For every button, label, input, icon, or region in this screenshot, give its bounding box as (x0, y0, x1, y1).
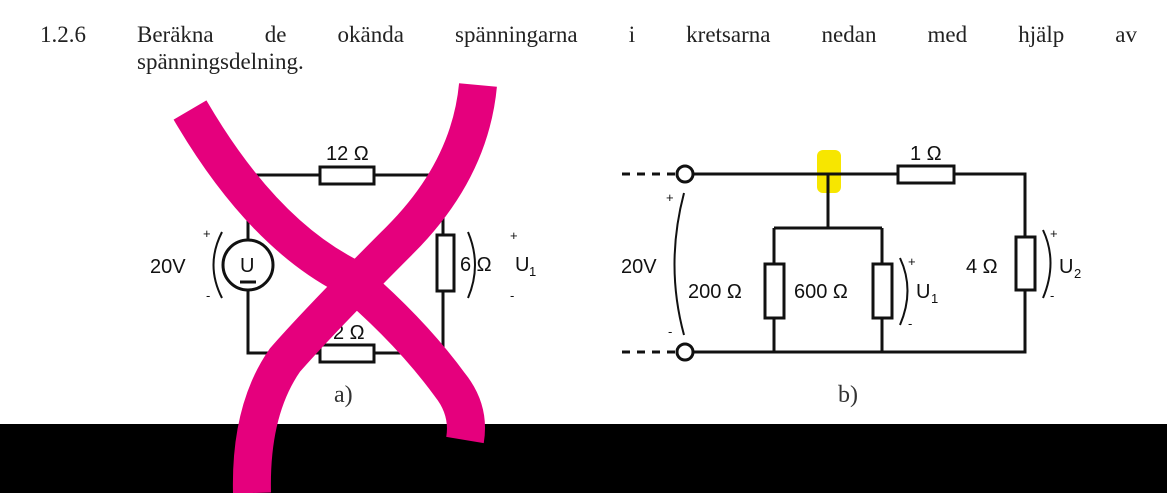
label-u1-a: U (515, 254, 529, 276)
label-200-ohm: 200 Ω (688, 281, 742, 303)
magenta-cross-out (173, 82, 497, 493)
label-6-ohm: 6 Ω (460, 254, 492, 276)
label-600-ohm: 600 Ω (794, 281, 848, 303)
voltage-source (221, 238, 275, 292)
resistor-600 (871, 262, 894, 320)
source-symbol: U (240, 255, 254, 277)
problem-line-2: spänningsdelning. (137, 49, 304, 74)
svg-text:1: 1 (529, 264, 536, 279)
circuit-b (622, 164, 1052, 362)
resistor-6 (435, 233, 456, 293)
terminal-top (675, 164, 695, 184)
label-20v-b: 20V (621, 256, 657, 278)
svg-text:1: 1 (931, 291, 938, 306)
resistor-1 (896, 164, 956, 185)
label-u1-b: U (916, 281, 930, 303)
dashed-terminals (622, 172, 677, 354)
wires-b (693, 172, 1027, 354)
problem-line-1: Beräkna de okända spänningarna i kretsar… (137, 22, 1137, 47)
svg-text:-: - (510, 288, 514, 303)
svg-text:+: + (510, 228, 518, 243)
caption-a: a) (334, 382, 353, 408)
label-2-ohm: 2 Ω (333, 322, 365, 344)
svg-text:2: 2 (1074, 266, 1081, 281)
resistor-2 (318, 343, 376, 364)
black-redaction-band (0, 424, 1167, 493)
caption-b: b) (838, 382, 858, 408)
terminal-bottom (675, 342, 695, 362)
resistor-4 (1014, 235, 1037, 292)
cross-stroke-2 (232, 82, 497, 493)
svg-text:+: + (1050, 226, 1058, 241)
svg-text:-: - (206, 288, 210, 303)
svg-text:-: - (668, 324, 672, 339)
svg-text:+: + (666, 190, 674, 205)
label-u2-b: U (1059, 256, 1073, 278)
arrow-u1-a (467, 231, 476, 299)
arrow-20v-b (673, 192, 685, 336)
yellow-highlight (817, 150, 841, 193)
svg-text:+: + (203, 226, 211, 241)
svg-text:-: - (1050, 288, 1054, 303)
resistor-200 (763, 262, 786, 320)
label-1-ohm: 1 Ω (910, 143, 942, 165)
label-20v-a: 20V (150, 256, 186, 278)
arrow-u2-b (1042, 229, 1052, 299)
problem-number: 1.2.6 (40, 22, 86, 47)
resistor-12 (318, 165, 376, 186)
arrow-u1-b (899, 257, 909, 326)
svg-text:+: + (908, 254, 916, 269)
svg-text:-: - (908, 316, 912, 331)
label-12-ohm: 12 Ω (326, 143, 369, 165)
arrow-20v-a (212, 231, 223, 299)
label-4-ohm: 4 Ω (966, 256, 998, 278)
circuit-b-labels: 1 Ω 200 Ω 600 Ω 4 Ω 20V U 1 U 2 + - + - … (621, 143, 1081, 408)
